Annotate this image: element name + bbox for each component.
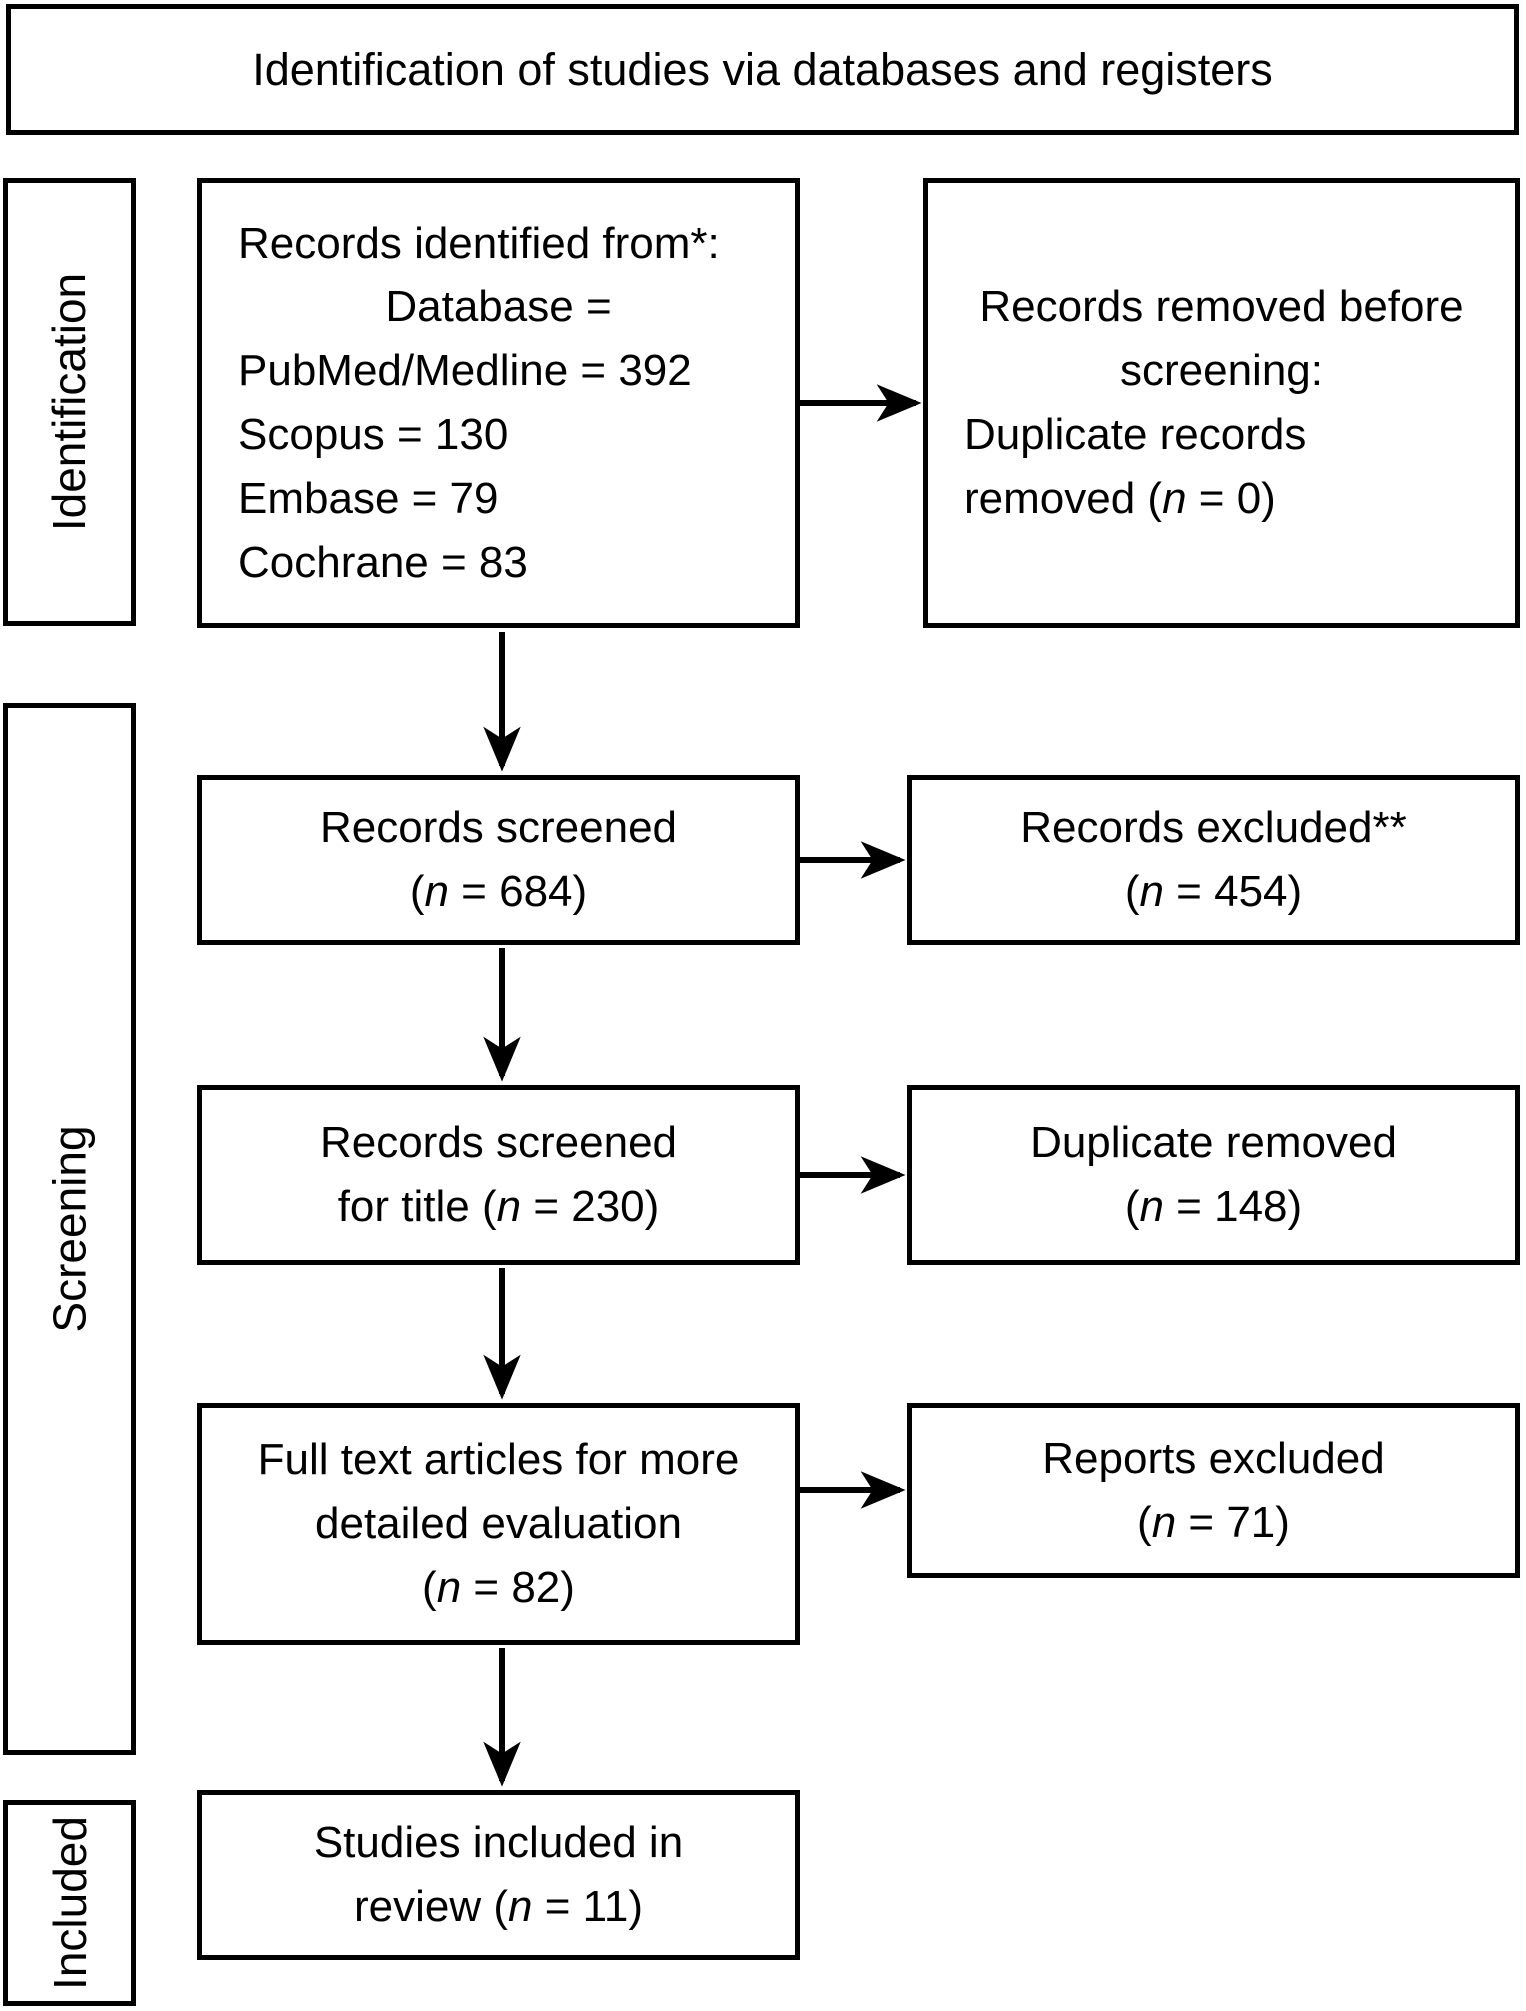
node-reports-excluded: Reports excluded(n = 71) xyxy=(907,1403,1520,1578)
stage-label-included-text: Included xyxy=(43,1816,96,1990)
node-records-screened: Records screened(n = 684) xyxy=(197,775,800,945)
stage-label-screening: Screening xyxy=(3,703,136,1755)
stage-label-screening-text: Screening xyxy=(43,1125,96,1333)
stage-label-included: Included xyxy=(3,1800,136,2006)
stage-label-identification: Identification xyxy=(3,178,136,626)
diagram-title-text: Identification of studies via databases … xyxy=(252,43,1273,95)
node-records-identified: Records identified from*:Database =PubMe… xyxy=(197,178,800,628)
stage-label-identification-text: Identification xyxy=(43,272,96,532)
node-records-excluded: Records excluded**(n = 454) xyxy=(907,775,1520,945)
diagram-title: Identification of studies via databases … xyxy=(6,4,1519,135)
node-duplicate-removed: Duplicate removed(n = 148) xyxy=(907,1085,1520,1265)
